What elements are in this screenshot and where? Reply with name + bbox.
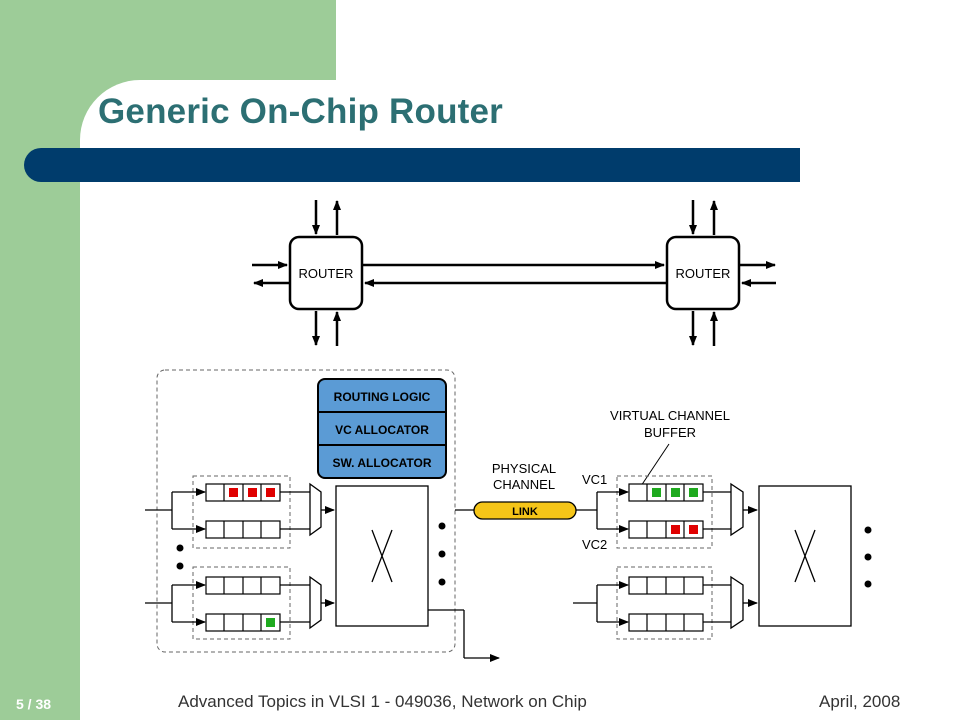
vc-buffer-right-1 <box>628 483 704 502</box>
vc-buffer-left-1 <box>205 483 281 502</box>
physical-channel-label-1: PHYSICAL <box>492 461 556 476</box>
flit-red <box>248 488 257 497</box>
link-label: LINK <box>512 506 538 518</box>
vc-buffer-left-2 <box>205 520 281 539</box>
mux-right-bottom <box>730 575 744 630</box>
continuation-dot <box>864 553 872 561</box>
continuation-dot <box>176 562 184 570</box>
physical-channel-label-2: CHANNEL <box>493 477 555 492</box>
input-port-group-right-bottom <box>616 566 713 640</box>
left-accent-bar <box>0 0 80 720</box>
continuation-dot <box>438 522 446 530</box>
control-logic-block: ROUTING LOGIC VC ALLOCATOR SW. ALLOCATOR <box>317 378 447 479</box>
flit-green <box>689 488 698 497</box>
flit-green <box>652 488 661 497</box>
input-port-group-top <box>192 475 291 549</box>
router-label-right: ROUTER <box>676 266 731 281</box>
flit-green <box>266 618 275 627</box>
vc-buffer-right-3 <box>628 576 704 595</box>
router-box-right <box>665 235 741 311</box>
crossbar-x-symbol <box>371 529 393 583</box>
left-input-wiring <box>145 488 335 626</box>
router-internal-boundary <box>156 369 456 653</box>
flit-red <box>229 488 238 497</box>
vc-buffer-left-3 <box>205 576 281 595</box>
page-number: 5 / 38 <box>16 696 52 712</box>
routing-logic-label: ROUTING LOGIC <box>334 390 431 404</box>
mux-left-bottom <box>309 575 322 630</box>
sw-allocator-label: SW. ALLOCATOR <box>332 456 431 470</box>
vc-buffer-label-2: BUFFER <box>644 425 696 440</box>
footer-date: April, 2008 <box>819 692 901 711</box>
vc-buffer-right-4 <box>628 613 704 632</box>
mux-right-top <box>730 482 744 537</box>
right-input-wiring <box>573 488 758 626</box>
vc1-label: VC1 <box>582 472 607 487</box>
flit-red <box>266 488 275 497</box>
crossbar-right <box>758 485 852 627</box>
vc-buffer-right-2 <box>628 520 704 539</box>
continuation-dot <box>864 526 872 534</box>
router-label-left: ROUTER <box>299 266 354 281</box>
continuation-dot <box>176 544 184 552</box>
continuation-dot <box>864 580 872 588</box>
output-arrow-left <box>428 609 500 662</box>
continuation-dot <box>438 550 446 558</box>
flit-green <box>671 488 680 497</box>
flit-red <box>689 525 698 534</box>
mux-left-top <box>309 482 322 537</box>
flit-red <box>671 525 680 534</box>
title-underline-bar <box>24 148 800 182</box>
vc-buffer-label-1: VIRTUAL CHANNEL <box>610 408 730 423</box>
top-accent-block <box>80 0 336 80</box>
vc-allocator-label: VC ALLOCATOR <box>335 423 429 437</box>
control-block-outline <box>317 378 447 479</box>
footer-course-title: Advanced Topics in VLSI 1 - 049036, Netw… <box>178 692 587 711</box>
input-port-group-bottom <box>192 566 291 640</box>
continuation-dot <box>438 578 446 586</box>
slide-title: Generic On-Chip Router <box>98 92 503 131</box>
router-network <box>252 200 776 346</box>
router-box-left <box>288 235 364 311</box>
input-port-group-right-top <box>616 475 713 549</box>
vc2-label: VC2 <box>582 537 607 552</box>
crossbar-x-symbol <box>794 529 816 583</box>
vc-buffer-left-4 <box>205 613 281 632</box>
